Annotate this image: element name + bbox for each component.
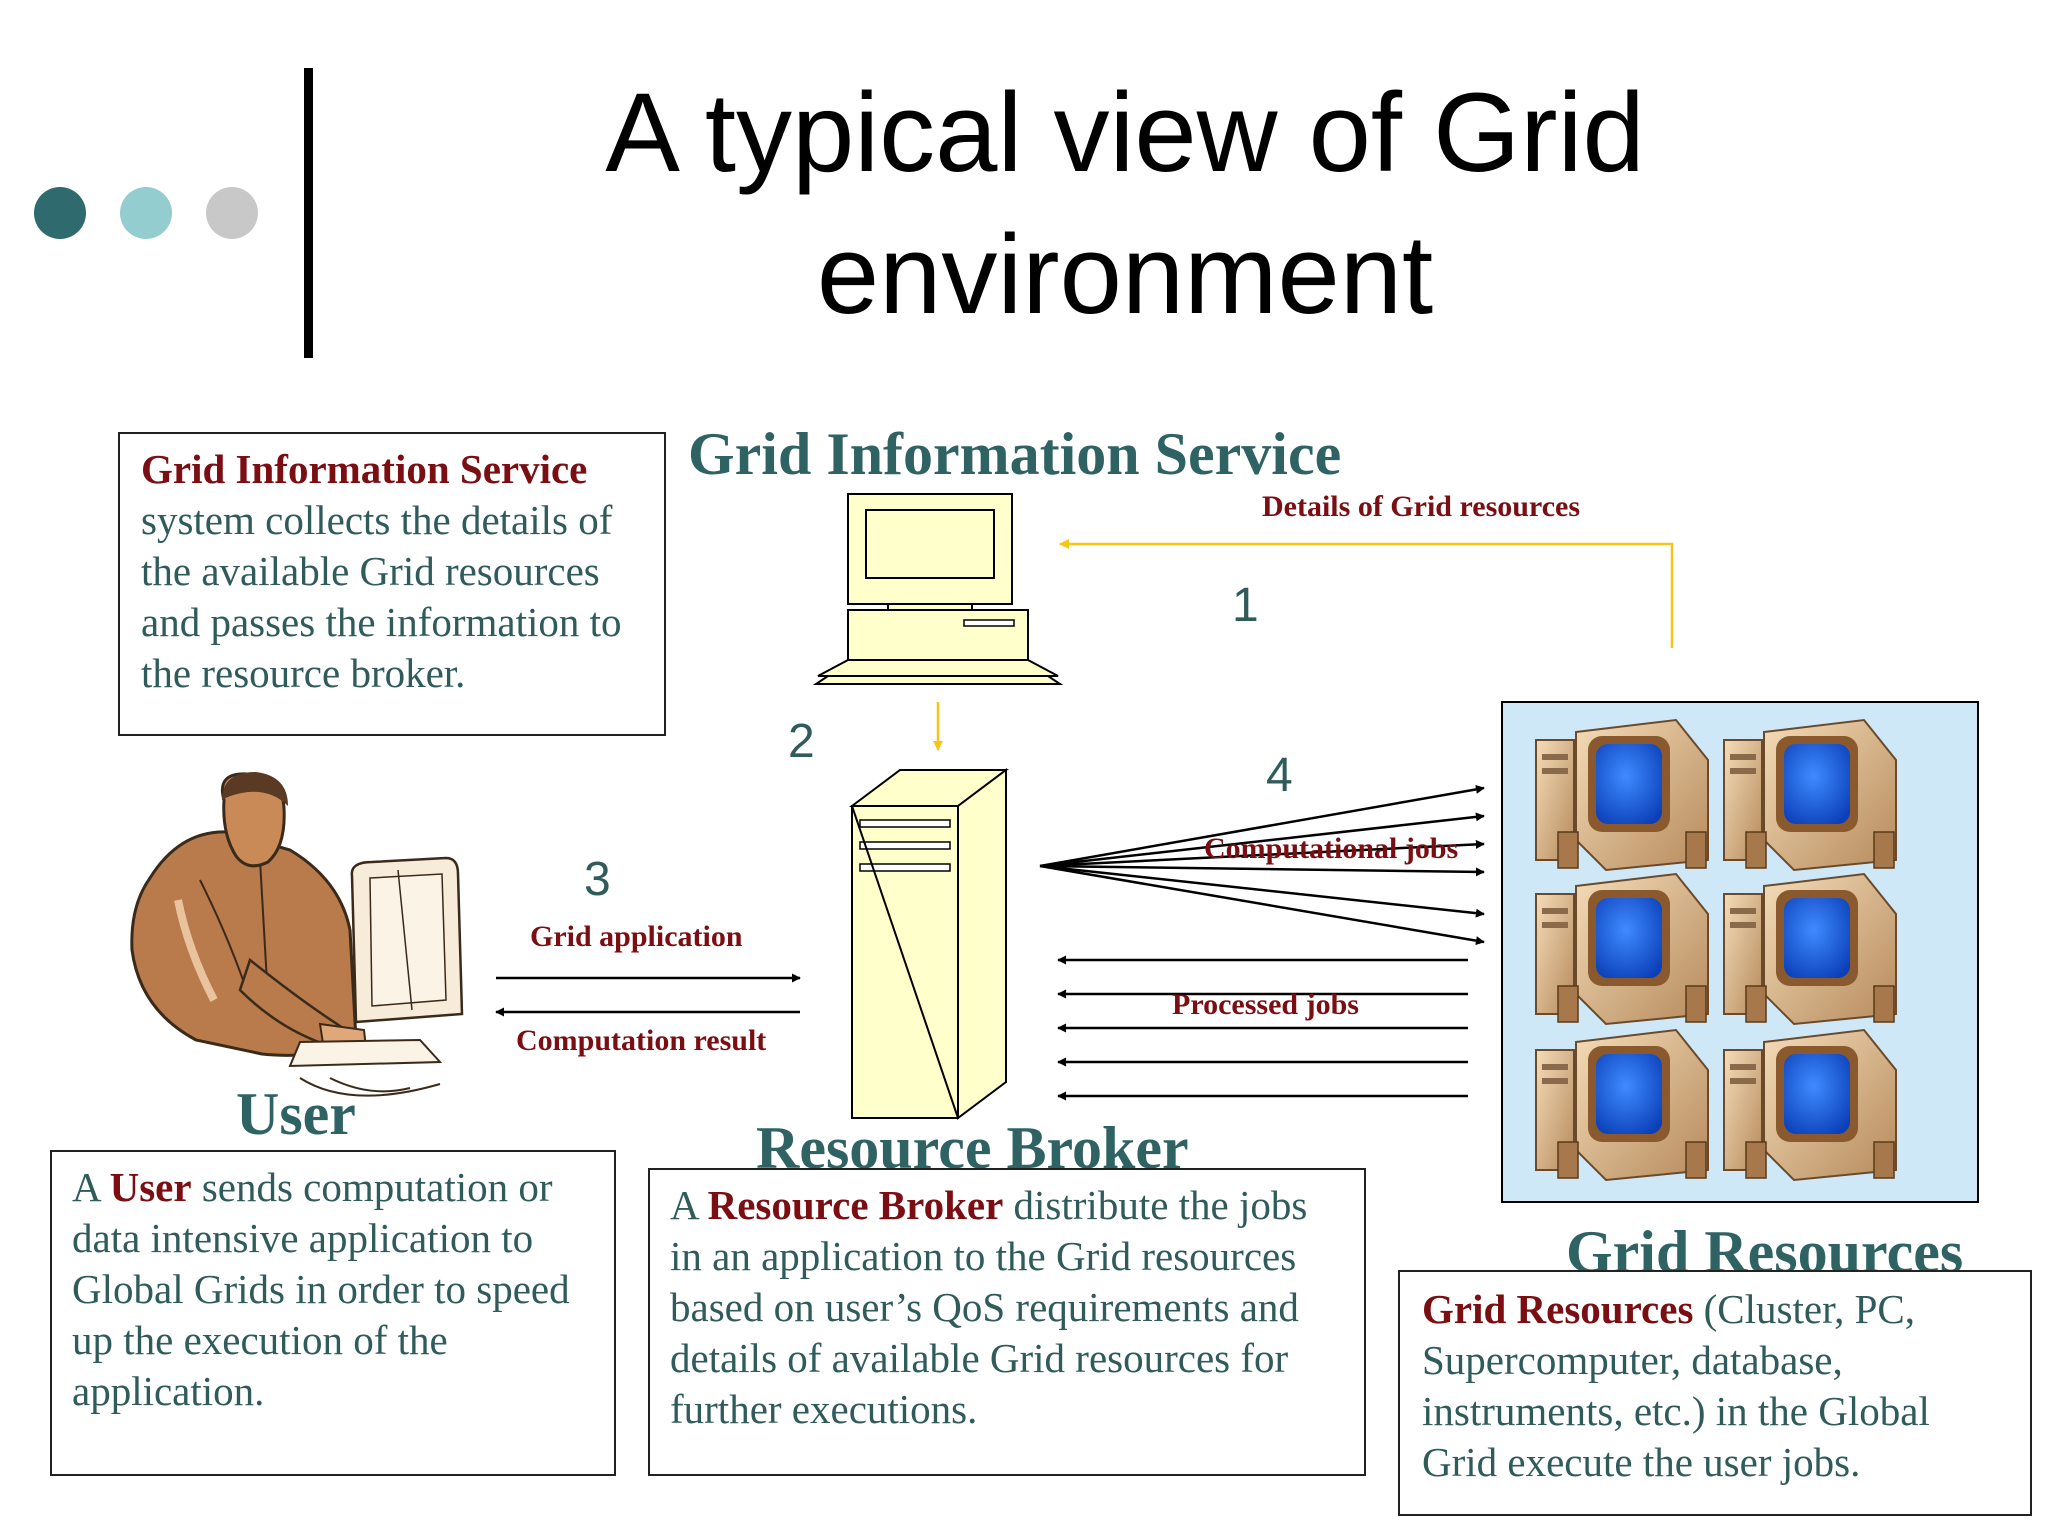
resources-description-text: Grid Resources (Cluster, PC, Supercomput… [1422,1284,2012,1488]
label-grid-application: Grid application [530,920,743,953]
step-number-2: 2 [788,715,815,768]
user-description-prefix: A [72,1164,110,1210]
broker-description-box: A Resource Broker distribute the jobs in… [648,1168,1366,1476]
bullet-dot-dark [34,187,86,239]
grid-resources-cluster-icon [1501,701,1979,1203]
step-number-4: 4 [1266,749,1293,802]
gis-description-text: Grid Information Service system collects… [141,444,646,699]
label-details-of-grid-resources: Details of Grid resources [1262,490,1581,523]
processed-jobs-arrows [1057,955,1468,1101]
slide-title: A typical view of Grid environment [470,62,1780,346]
title-line-2: environment [816,212,1434,337]
heading-user: User [236,1081,356,1147]
gis-workstation-icon [812,493,1064,685]
step-number-3: 3 [584,853,611,906]
resources-description-body: (Cluster, PC, Supercomputer, database, i… [1422,1286,1930,1485]
title-line-1: A typical view of Grid [605,70,1645,195]
resources-description-emphasis: Grid Resources [1422,1286,1694,1332]
details-arrow [1059,539,1674,648]
broker-description-text: A Resource Broker distribute the jobs in… [670,1180,1346,1435]
user-description-body: sends computation or data intensive appl… [72,1164,570,1414]
gis-description-box: Grid Information Service system collects… [118,432,666,736]
gis-description-emphasis: Grid Information Service [141,446,588,492]
heading-grid-information-service: Grid Information Service [688,421,1342,487]
user-description-text: A User sends computation or data intensi… [72,1162,596,1417]
computational-jobs-arrows [1039,784,1485,946]
broker-description-emphasis: Resource Broker [707,1182,1004,1228]
title-divider [304,68,313,358]
gis-description-body: system collects the details of the avail… [141,497,622,696]
broker-description-prefix: A [670,1182,708,1228]
label-computation-result: Computation result [516,1024,767,1057]
user-description-emphasis: User [109,1164,192,1210]
step-number-1: 1 [1232,579,1259,632]
bullet-dot-light [206,187,258,239]
broker-server-icon [849,768,1009,1120]
label-computational-jobs: Computational jobs [1204,832,1459,865]
resources-description-box: Grid Resources (Cluster, PC, Supercomput… [1398,1270,2032,1516]
label-processed-jobs: Processed jobs [1172,988,1359,1021]
broker-description-body: distribute the jobs in an application to… [670,1182,1308,1432]
bullet-dot-mid [120,187,172,239]
user-at-computer-icon [130,772,464,1097]
user-description-box: A User sends computation or data intensi… [50,1150,616,1476]
